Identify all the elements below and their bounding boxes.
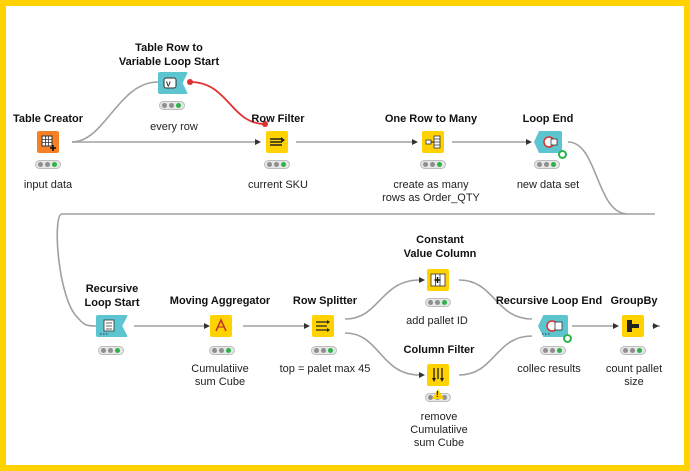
wire-splitter-to-constvalue — [344, 279, 421, 320]
wire-constvalue-to-recend — [458, 279, 533, 320]
node-label-column-filter: remove Cumulatiive sum Cube — [410, 411, 468, 449]
node-title-constant-value-column: Constant Value Column — [403, 234, 477, 260]
warning-icon — [432, 389, 444, 399]
loop-end-icon — [543, 136, 558, 148]
row-splitter-node[interactable] — [312, 315, 334, 337]
add-column-icon — [430, 273, 446, 287]
recursive-end-refresh-icon — [563, 334, 572, 343]
one-row-to-many-node[interactable] — [422, 131, 444, 153]
recursive-loop-end-node[interactable] — [538, 315, 568, 337]
node-title-moving-aggregator: Moving Aggregator — [169, 295, 271, 307]
node-title-column-filter: Column Filter — [403, 344, 475, 356]
row-to-variable-loop-start-node[interactable]: V — [158, 72, 188, 94]
constant-value-column-node[interactable] — [427, 269, 449, 291]
node-title-recursive-loop-start: Recursive Loop Start — [84, 283, 140, 309]
recursive-start-icon — [100, 319, 115, 335]
node-label-recursive-loop-end: collec results — [517, 363, 581, 375]
node-title-groupby: GroupBy — [610, 295, 658, 307]
node-label-moving-aggregator: Cumulatiive sum Cube — [191, 363, 249, 388]
loop-end-refresh-icon — [558, 150, 567, 159]
row-split-icon — [316, 320, 330, 332]
variable-connection — [189, 81, 264, 125]
status-recursive-loop-start — [98, 346, 124, 355]
table-creator-node[interactable] — [37, 131, 59, 153]
node-label-row-filter: current SKU — [248, 179, 308, 191]
groupby-icon — [627, 320, 639, 332]
node-label-loop-end: new data set — [516, 179, 580, 191]
node-label-constant-value-column: add pallet ID — [406, 315, 468, 327]
node-title-recursive-loop-end: Recursive Loop End — [495, 295, 603, 307]
recursive-end-icon — [542, 320, 563, 335]
node-label-row-to-var-loop: every row — [150, 121, 198, 133]
variable-loop-icon: V — [163, 77, 177, 89]
loop-end-node[interactable] — [534, 131, 562, 153]
node-label-groupby: count pallet size — [605, 363, 663, 388]
filter-arrows-icon — [270, 137, 285, 146]
wire-creator-to-varloop — [71, 81, 159, 143]
aggregate-icon — [215, 318, 227, 332]
table-grid-icon — [41, 135, 56, 151]
wire-splitter-to-colfilter — [344, 332, 421, 376]
node-title-row-filter: Row Filter — [251, 113, 305, 125]
status-moving-aggregator — [209, 346, 235, 355]
node-title-row-to-var-loop: Table Row to Variable Loop Start — [118, 42, 220, 68]
node-label-row-splitter: top = palet max 45 — [279, 363, 371, 375]
status-row-splitter — [311, 346, 337, 355]
status-groupby — [620, 346, 646, 355]
status-loop-end — [534, 160, 560, 169]
recursive-loop-start-node[interactable] — [96, 315, 128, 337]
column-filter-icon — [432, 368, 444, 382]
status-recursive-loop-end — [540, 346, 566, 355]
node-label-one-row-to-many: create as many rows as Order_QTY — [382, 179, 480, 204]
svg-text:V: V — [166, 82, 171, 89]
warning-mark: ! — [436, 390, 439, 399]
status-row-to-var-loop — [159, 101, 185, 110]
row-expand-icon — [425, 135, 441, 149]
node-title-row-splitter: Row Splitter — [292, 295, 358, 307]
node-title-table-creator: Table Creator — [12, 113, 84, 125]
node-title-one-row-to-many: One Row to Many — [384, 113, 478, 125]
status-row-filter — [264, 160, 290, 169]
node-label-table-creator: input data — [23, 179, 73, 191]
groupby-node[interactable] — [622, 315, 644, 337]
node-title-loop-end: Loop End — [522, 113, 574, 125]
status-table-creator — [35, 160, 61, 169]
wire-colfilter-to-recend — [458, 335, 533, 376]
column-filter-node[interactable] — [427, 364, 449, 386]
status-constant-value-column — [425, 298, 451, 307]
status-one-row-to-many — [420, 160, 446, 169]
moving-aggregator-node[interactable] — [210, 315, 232, 337]
wire-loopend-to-recursivestart — [56, 141, 655, 327]
row-filter-node[interactable] — [266, 131, 288, 153]
